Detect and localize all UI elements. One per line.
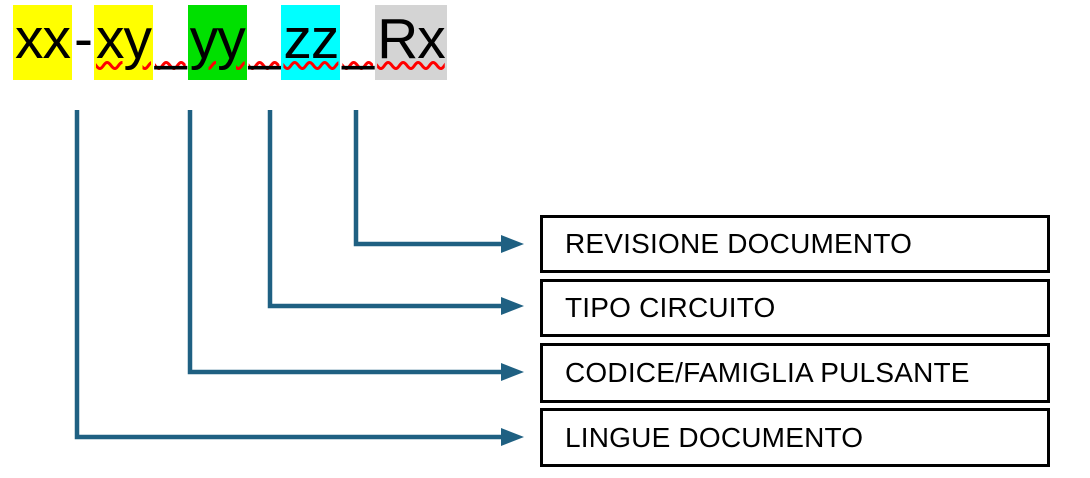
filename-pattern: xx - xy _ yy _ zz _ Rx xyxy=(13,5,447,80)
arrow-head-rx xyxy=(501,235,524,253)
arrow-line-rx xyxy=(353,110,502,247)
segment-underscore-3: _ xyxy=(342,7,374,71)
legend-box-label: TIPO CIRCUITO xyxy=(565,292,776,323)
segment-xy: xy xyxy=(93,5,153,80)
legend-box-label: CODICE/FAMIGLIA PULSANTE xyxy=(565,357,970,388)
legend-box-codice-famiglia-pulsante: CODICE/FAMIGLIA PULSANTE xyxy=(540,343,1050,403)
segment-zz: zz xyxy=(281,5,341,80)
arrow-line-zz xyxy=(267,110,502,309)
segment-xx: xx xyxy=(13,5,72,80)
segment-underscore-2: _ xyxy=(248,7,281,71)
arrow-line-yy xyxy=(187,110,502,375)
legend-box-label: LINGUE DOCUMENTO xyxy=(565,421,864,453)
legend-box-lingue-documento: LINGUE DOCUMENTO xyxy=(540,408,1050,467)
segment-yy: yy xyxy=(187,5,247,80)
arrow-head-xxxy xyxy=(501,428,524,446)
arrow-line-xxxy xyxy=(74,110,502,440)
segment-rx: Rx xyxy=(375,5,447,80)
arrow-head-yy xyxy=(501,363,524,381)
segment-hyphen: - xyxy=(74,7,93,71)
legend-box-tipo-circuito: TIPO CIRCUITO xyxy=(540,279,1050,337)
segment-underscore-1: _ xyxy=(154,7,187,71)
legend-box-revisione-documento: REVISIONE DOCUMENTO xyxy=(540,215,1050,273)
arrow-head-zz xyxy=(501,297,524,315)
legend-box-label: REVISIONE DOCUMENTO xyxy=(565,228,913,259)
